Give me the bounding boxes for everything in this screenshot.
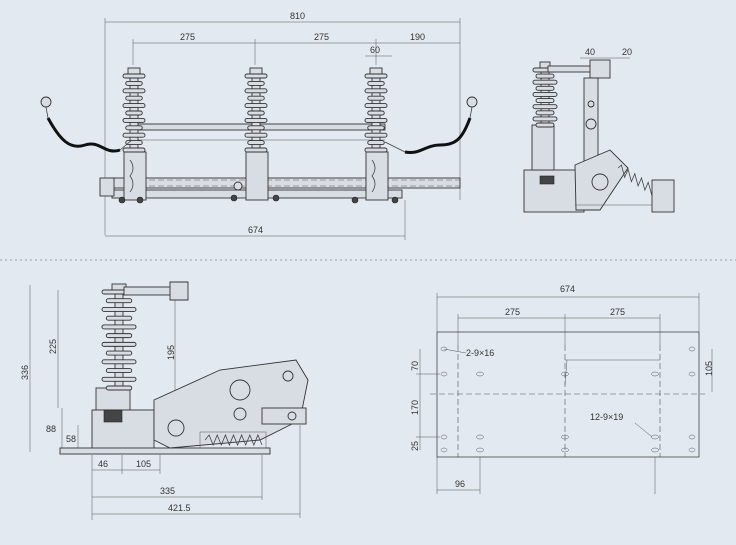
dim-105: 105 — [136, 459, 151, 469]
dim-plan-105: 105 — [704, 361, 714, 376]
dim-front-275-left: 275 — [180, 32, 195, 42]
dim-plan-275-right: 275 — [610, 307, 625, 317]
dim-front-674: 674 — [248, 225, 263, 235]
plan-view: 674 275 275 2-9×16 12-9×19 70 170 25 105… — [410, 284, 714, 494]
dim-plan-674: 674 — [560, 284, 575, 294]
dim-front-810: 810 — [290, 11, 305, 21]
dim-336: 336 — [20, 365, 30, 380]
note-holes-large: 12-9×19 — [590, 412, 623, 422]
dim-plan-170: 170 — [410, 400, 420, 415]
dim-front-190: 190 — [410, 32, 425, 42]
dim-plan-275-left: 275 — [505, 307, 520, 317]
dim-46: 46 — [98, 459, 108, 469]
insulator-right — [365, 67, 389, 201]
dim-front-60: 60 — [370, 45, 380, 55]
note-holes-small: 2-9×16 — [466, 348, 494, 358]
dim-58: 58 — [66, 434, 76, 444]
dim-195: 195 — [166, 345, 176, 360]
dim-front-275-right: 275 — [314, 32, 329, 42]
dim-plan-25: 25 — [410, 441, 420, 451]
dim-side-20: 20 — [622, 47, 632, 57]
front-view: 810 275 275 60 190 — [40, 11, 478, 240]
dim-plan-70: 70 — [410, 361, 420, 371]
dim-88: 88 — [46, 424, 56, 434]
dim-225: 225 — [48, 339, 58, 354]
dim-side-40: 40 — [585, 47, 595, 57]
dim-plan-96: 96 — [455, 479, 465, 489]
dim-335: 335 — [160, 486, 175, 496]
side-view-detail: 336 225 195 88 58 46 105 — [20, 281, 309, 520]
insulator-left — [123, 67, 147, 201]
dim-421-5: 421.5 — [168, 503, 191, 513]
side-view-small: 40 20 — [523, 47, 675, 213]
